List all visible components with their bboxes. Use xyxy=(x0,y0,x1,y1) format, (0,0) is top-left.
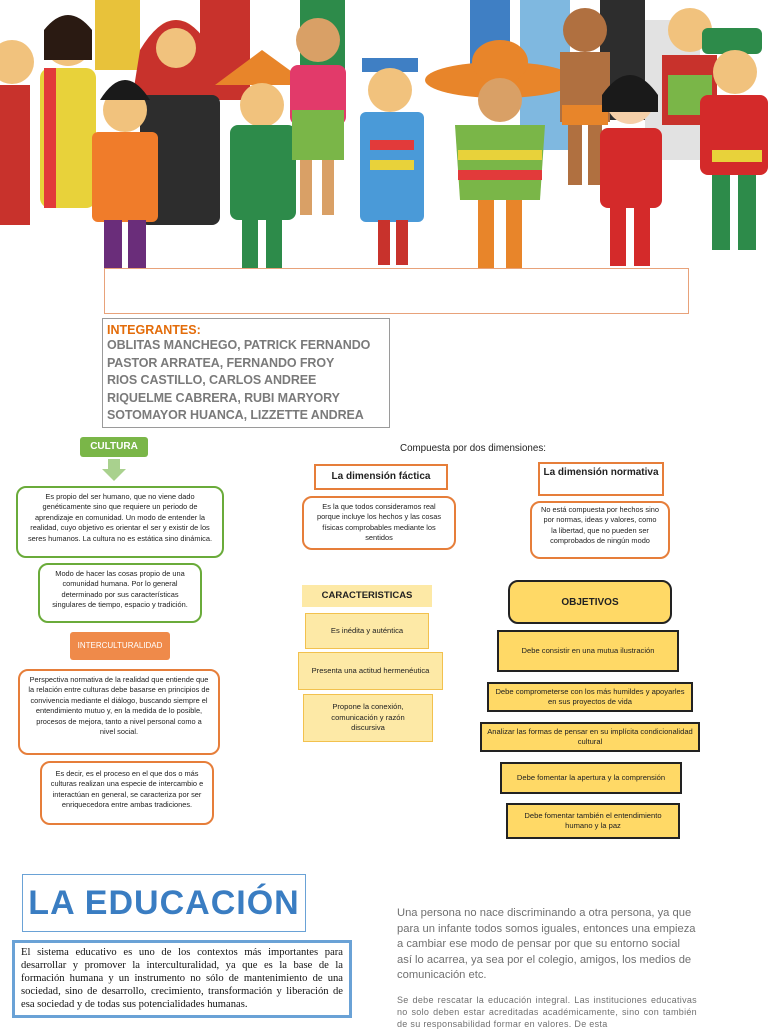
factica-text: Es la que todos consideramos real porque… xyxy=(302,496,456,550)
members-heading: INTEGRANTES: xyxy=(107,323,201,337)
title-box xyxy=(104,268,689,314)
interculturalidad-definition: Perspectiva normativa de la realidad que… xyxy=(18,669,220,755)
caracteristica-item: Propone la conexión, comunicación y razó… xyxy=(303,694,433,742)
cultura-definition-2: Modo de hacer las cosas propio de una co… xyxy=(38,563,202,623)
normativa-text: No está compuesta por hechos sino por no… xyxy=(530,501,670,559)
member-name: RIQUELME CABRERA, RUBI MARYORY xyxy=(107,390,340,405)
interculturalidad-label: INTERCULTURALIDAD xyxy=(70,632,170,660)
member-name: SOTOMAYOR HUANCA, LIZZETTE ANDREA xyxy=(107,408,364,422)
education-side-text: Una persona no nace discriminando a otra… xyxy=(397,907,696,981)
caracteristicas-title: CARACTERISTICAS xyxy=(302,585,432,607)
normativa-title: La dimensión normativa xyxy=(538,462,664,496)
caracteristica-item: Presenta una actitud hermenéutica xyxy=(298,652,443,690)
member-name: PASTOR ARRATEA, FERNANDO FROY xyxy=(107,355,335,370)
factica-title: La dimensión fáctica xyxy=(314,464,448,490)
objetivo-item: Debe fomentar la apertura y la comprensi… xyxy=(500,762,682,794)
objetivos-title: OBJETIVOS xyxy=(508,580,672,624)
members-box: INTEGRANTES: OBLITAS MANCHEGO, PATRICK F… xyxy=(102,318,390,428)
education-text: El sistema educativo es uno de los conte… xyxy=(12,940,352,1018)
cultura-definition: Es propio del ser humano, que no viene d… xyxy=(16,486,224,558)
education-side-text-2: Se debe rescatar la educación integral. … xyxy=(397,995,697,1029)
down-arrow-icon xyxy=(102,459,126,481)
member-name: OBLITAS MANCHEGO, PATRICK FERNANDO xyxy=(107,338,371,352)
caracteristica-item: Es inédita y auténtica xyxy=(305,613,429,649)
member-name: RIOS CASTILLO, CARLOS ANDREE xyxy=(107,373,317,387)
interculturalidad-definition-2: Es decir, es el proceso en el que dos o … xyxy=(40,761,214,825)
objetivo-item: Debe comprometerse con los más humildes … xyxy=(487,682,693,712)
objetivo-item: Debe fomentar también el entendimiento h… xyxy=(506,803,680,839)
children-illustration xyxy=(0,0,768,268)
education-title: LA EDUCACIÓN xyxy=(22,874,306,932)
objetivo-item: Analizar las formas de pensar en su impl… xyxy=(480,722,700,752)
dimensions-intro: Compuesta por dos dimensiones: xyxy=(400,443,546,454)
cultura-label: CULTURA xyxy=(80,437,148,457)
objetivo-item: Debe consistir en una mutua ilustración xyxy=(497,630,679,672)
